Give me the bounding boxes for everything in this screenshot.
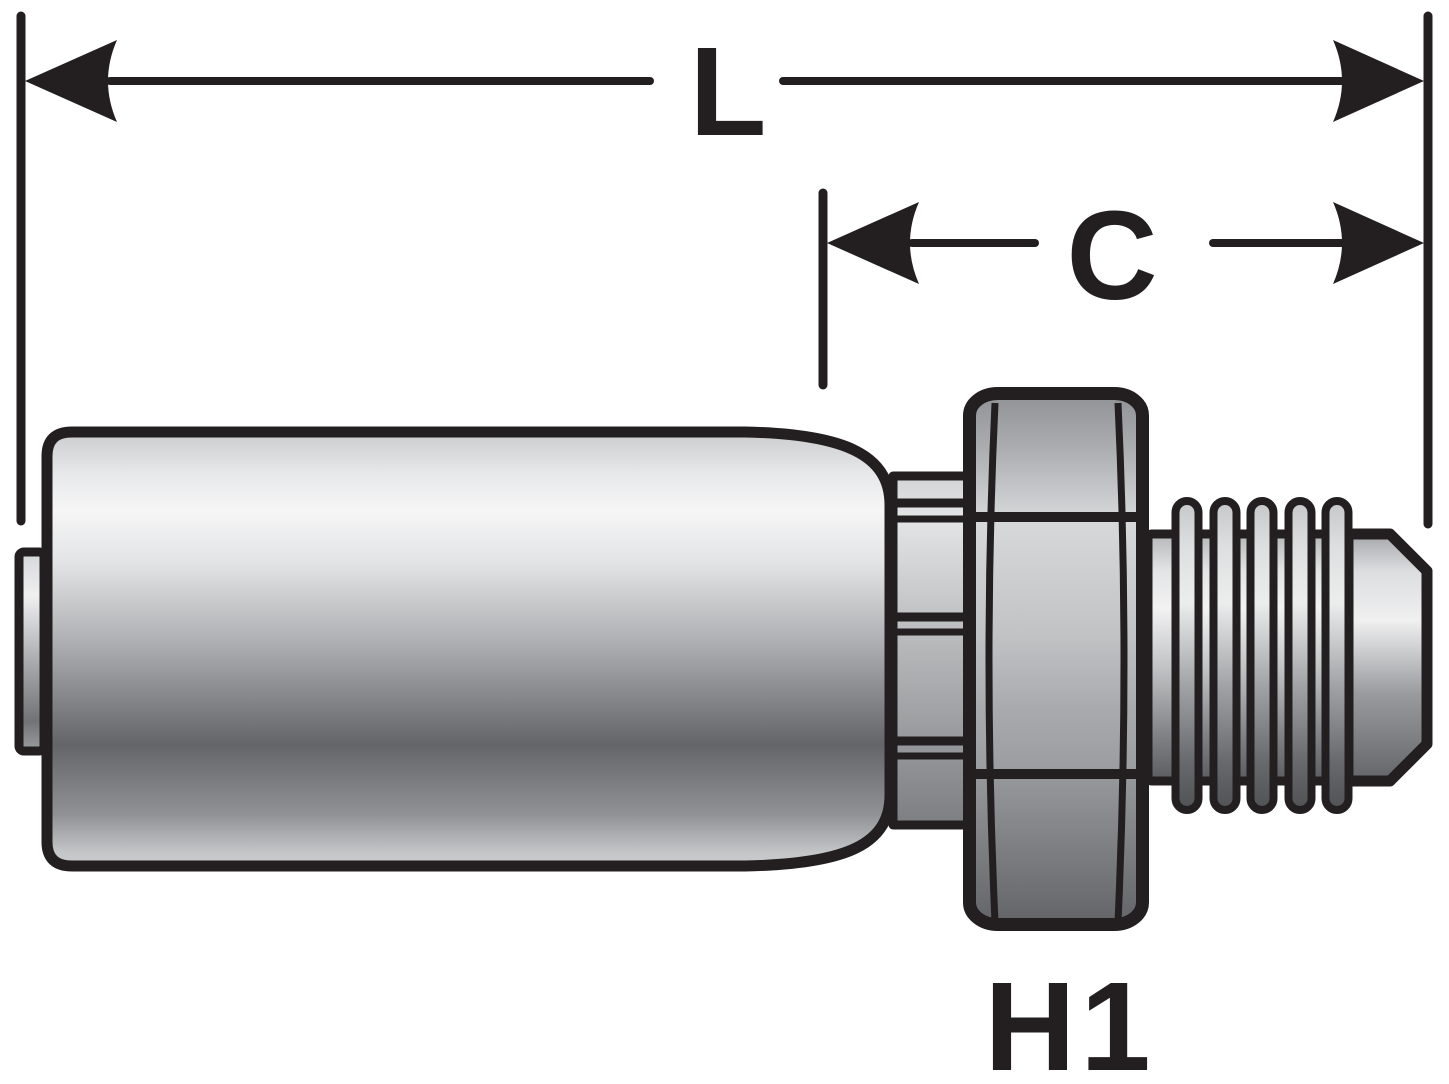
nose-tip bbox=[1342, 528, 1433, 787]
right-arrowhead-icon bbox=[1333, 40, 1424, 122]
dimension-line-c: C bbox=[827, 185, 1424, 326]
hex-chamfer-right bbox=[1114, 402, 1128, 923]
hex-nut-body bbox=[963, 387, 1149, 931]
dimension-label-c: C bbox=[1067, 185, 1158, 326]
left-arrowhead-icon bbox=[25, 40, 117, 122]
hex-chamfer-left bbox=[985, 402, 999, 923]
hex-nut bbox=[963, 387, 1149, 931]
fitting-illustration bbox=[14, 387, 1433, 931]
collar-neck-body bbox=[888, 471, 977, 830]
thread-crest bbox=[1284, 497, 1316, 814]
right-arrowhead-icon bbox=[1333, 202, 1424, 284]
thread-crest bbox=[1171, 497, 1203, 814]
left-arrowhead-icon bbox=[827, 202, 919, 284]
dimension-annotations: L C H1 bbox=[16, 11, 1433, 1084]
hex-size-label: H1 bbox=[984, 956, 1155, 1084]
thread-crest bbox=[1246, 497, 1278, 814]
crimp-shell bbox=[41, 426, 896, 872]
dimension-line-l: L bbox=[25, 21, 1424, 162]
dimension-label-l: L bbox=[690, 21, 767, 162]
thread-crest bbox=[1209, 497, 1241, 814]
thread-crest bbox=[1321, 497, 1353, 814]
thread-crests bbox=[1171, 497, 1353, 814]
hose-stem bbox=[14, 547, 49, 756]
collar-neck bbox=[888, 471, 977, 830]
